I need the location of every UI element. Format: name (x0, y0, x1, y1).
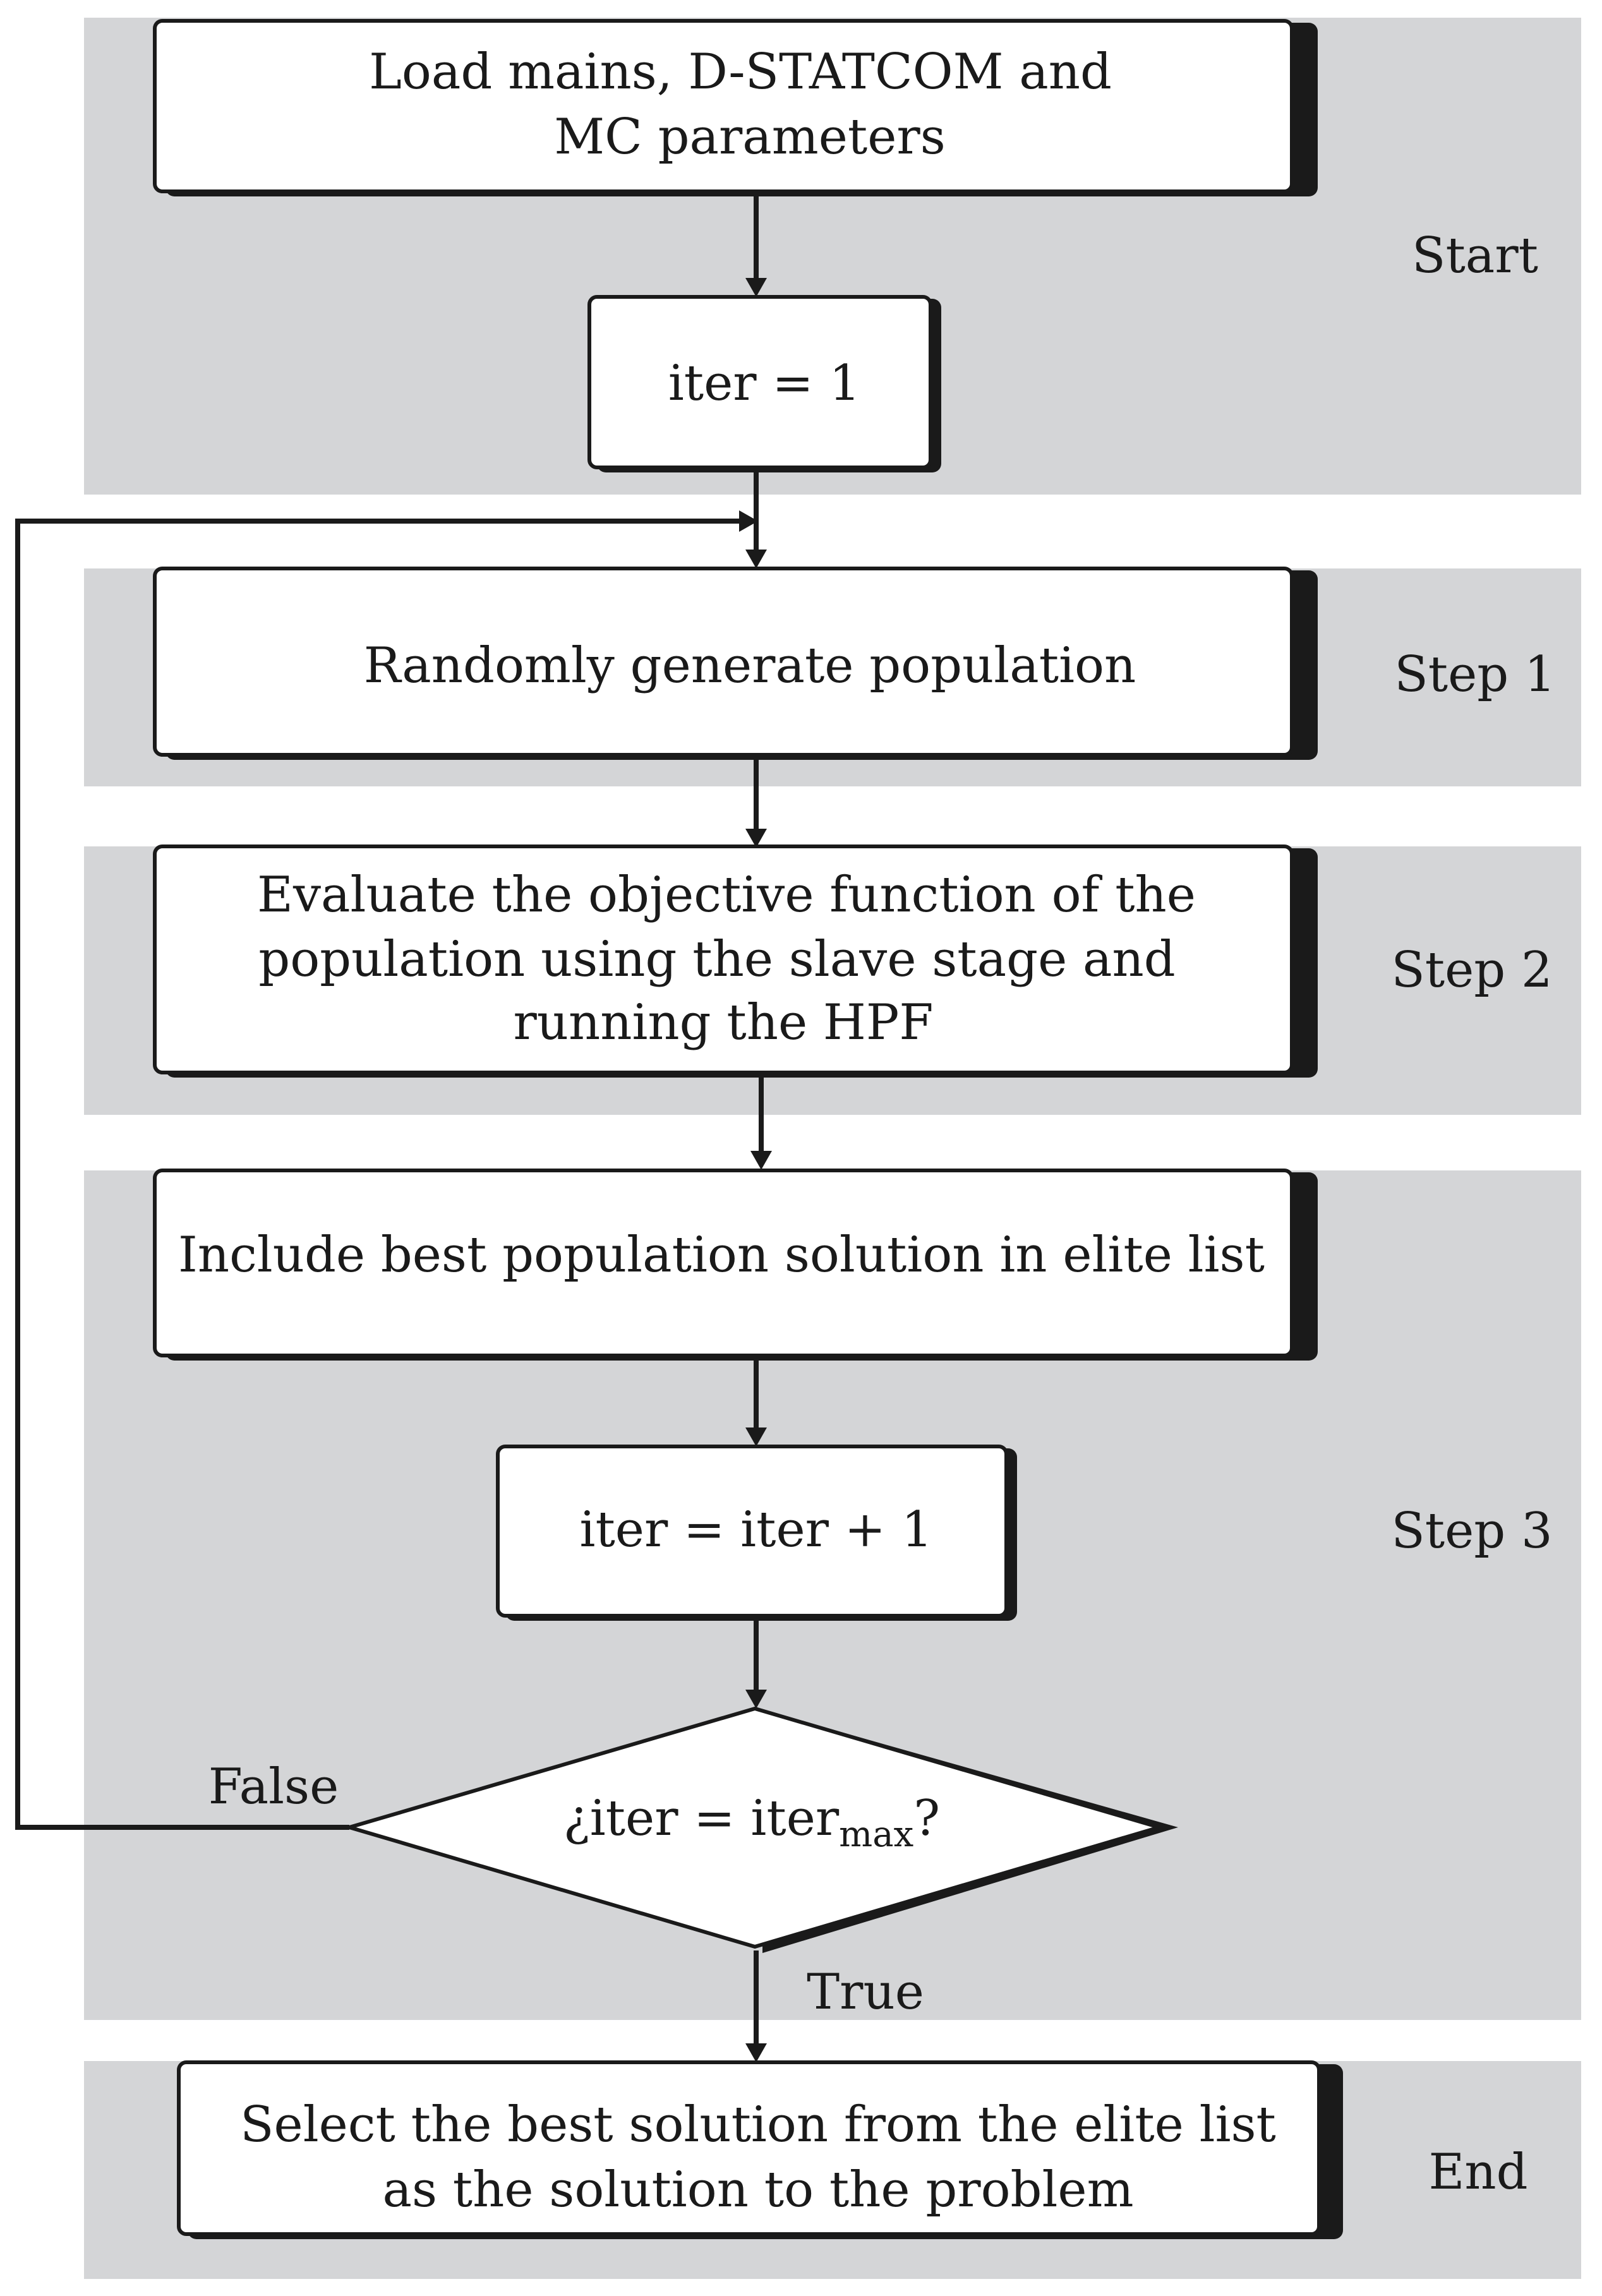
box-select-line2: as the solution to the problem (382, 2161, 1133, 2218)
box-select-best: Select the best solution from the elite … (177, 2060, 1343, 2239)
box-body (153, 567, 1294, 757)
true-label: True (807, 1964, 924, 2021)
box-body (153, 1169, 1294, 1357)
box-include-elite: Include best population solution in elit… (153, 1169, 1318, 1361)
section-label-step3: Step 3 (1391, 1503, 1552, 1560)
section-label-start: Start (1412, 227, 1538, 284)
box-iter-increment: iter = iter + 1 (496, 1445, 1017, 1621)
false-label: False (208, 1758, 339, 1815)
box-evaluate-line3: running the HPF (513, 994, 933, 1051)
decision-prefix: ¿iter = iter (563, 1790, 840, 1847)
box-random-population: Randomly generate population (153, 567, 1318, 760)
arrowhead (745, 2043, 767, 2062)
box-load-parameters: Load mains, D-STATCOM and MC parameters (153, 19, 1318, 196)
section-label-end: End (1428, 2144, 1527, 2201)
arrowhead (750, 1151, 772, 1170)
arrowhead (745, 1690, 767, 1709)
box-evaluate-objective: Evaluate the objective function of the p… (153, 844, 1318, 1078)
box-include-text: Include best population solution in elit… (178, 1227, 1265, 1283)
loop-back-line (15, 519, 742, 1830)
box-load-line2: MC parameters (554, 109, 946, 165)
box-iter-init: iter = 1 (587, 295, 941, 472)
connectors (15, 193, 764, 2047)
box-body (177, 2060, 1321, 2236)
box-iter-init-text: iter = 1 (668, 355, 860, 412)
decision-suffix: ? (913, 1790, 940, 1847)
section-label-step2: Step 2 (1391, 942, 1552, 999)
decision-diamond: ¿iter = itermax? (342, 1706, 1178, 1953)
box-select-line1: Select the best solution from the elite … (240, 2096, 1276, 2153)
decision-subscript: max (839, 1814, 913, 1855)
box-body (587, 295, 932, 469)
box-body (153, 844, 1294, 1074)
box-body (496, 1445, 1008, 1618)
box-evaluate-line1: Evaluate the objective function of the (257, 867, 1196, 923)
box-load-line1: Load mains, D-STATCOM and (369, 44, 1112, 100)
arrowhead (745, 278, 767, 297)
diamond-body (342, 1706, 1166, 1949)
box-evaluate-line2: population using the slave stage and (258, 931, 1175, 988)
arrowheads (739, 278, 772, 2062)
box-random-text: Randomly generate population (364, 637, 1136, 694)
arrowhead (739, 510, 758, 532)
box-body (153, 19, 1294, 193)
section-label-step1: Step 1 (1394, 646, 1555, 703)
arrowhead (745, 1427, 767, 1446)
decision-text: ¿iter = itermax? (563, 1790, 940, 1855)
arrowhead (745, 550, 767, 568)
box-iter-inc-text: iter = iter + 1 (580, 1501, 933, 1558)
arrowhead (745, 829, 767, 848)
